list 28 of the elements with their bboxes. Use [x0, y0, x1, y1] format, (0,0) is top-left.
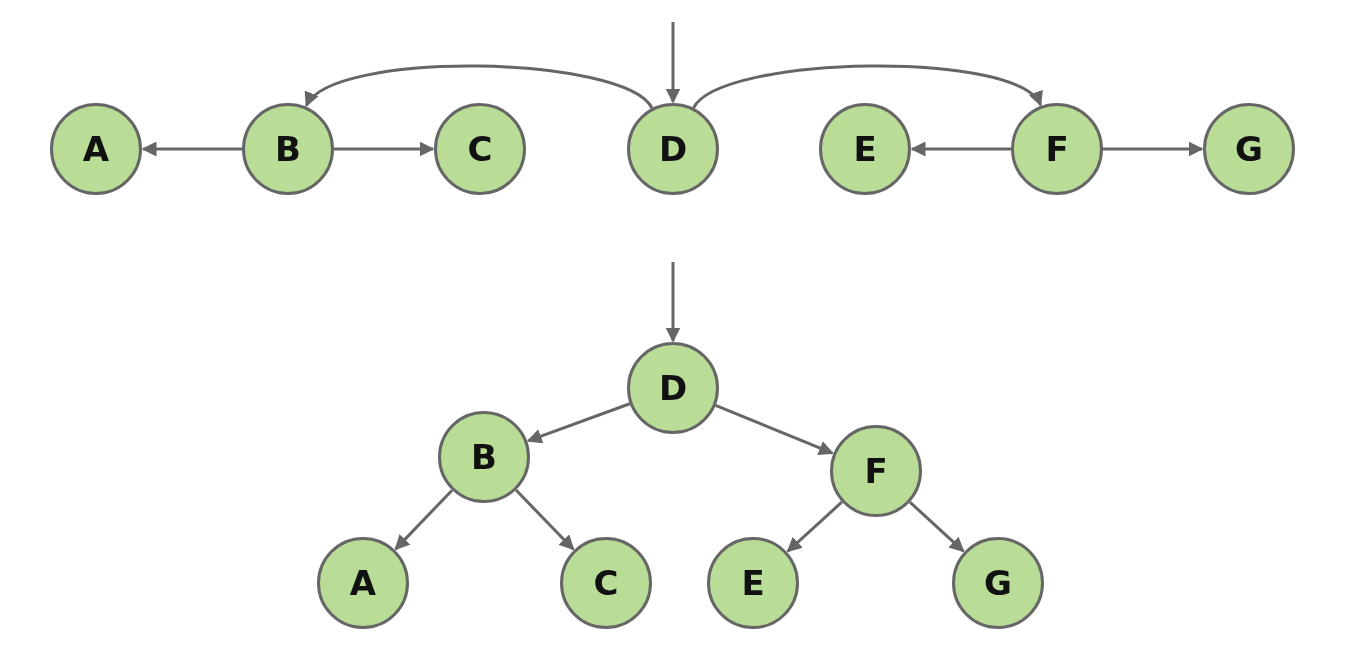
node-label: A — [82, 129, 110, 169]
node-label: E — [741, 563, 765, 603]
arrow — [715, 404, 834, 456]
arrow — [526, 402, 631, 444]
node-label: C — [593, 563, 619, 603]
node-label: D — [658, 129, 688, 169]
node-label: G — [1235, 129, 1263, 169]
arrow — [1103, 141, 1204, 157]
node-label: A — [349, 563, 377, 603]
node-label: B — [275, 129, 301, 169]
arrow — [141, 141, 242, 157]
arrow — [910, 141, 1011, 157]
arrow — [514, 489, 575, 551]
arrow — [665, 262, 681, 343]
node-label: G — [984, 563, 1012, 603]
node-label: D — [658, 368, 688, 408]
arrow — [305, 64, 654, 110]
node-label: F — [1045, 129, 1069, 169]
node-label: C — [467, 129, 493, 169]
node-label: B — [471, 437, 497, 477]
arrow — [394, 489, 454, 551]
node-label: E — [853, 129, 877, 169]
arrow — [786, 500, 843, 553]
arrow — [334, 141, 435, 157]
arrow — [692, 64, 1042, 109]
arrow — [665, 22, 681, 104]
arrow — [908, 501, 965, 553]
node-label: F — [864, 451, 888, 491]
